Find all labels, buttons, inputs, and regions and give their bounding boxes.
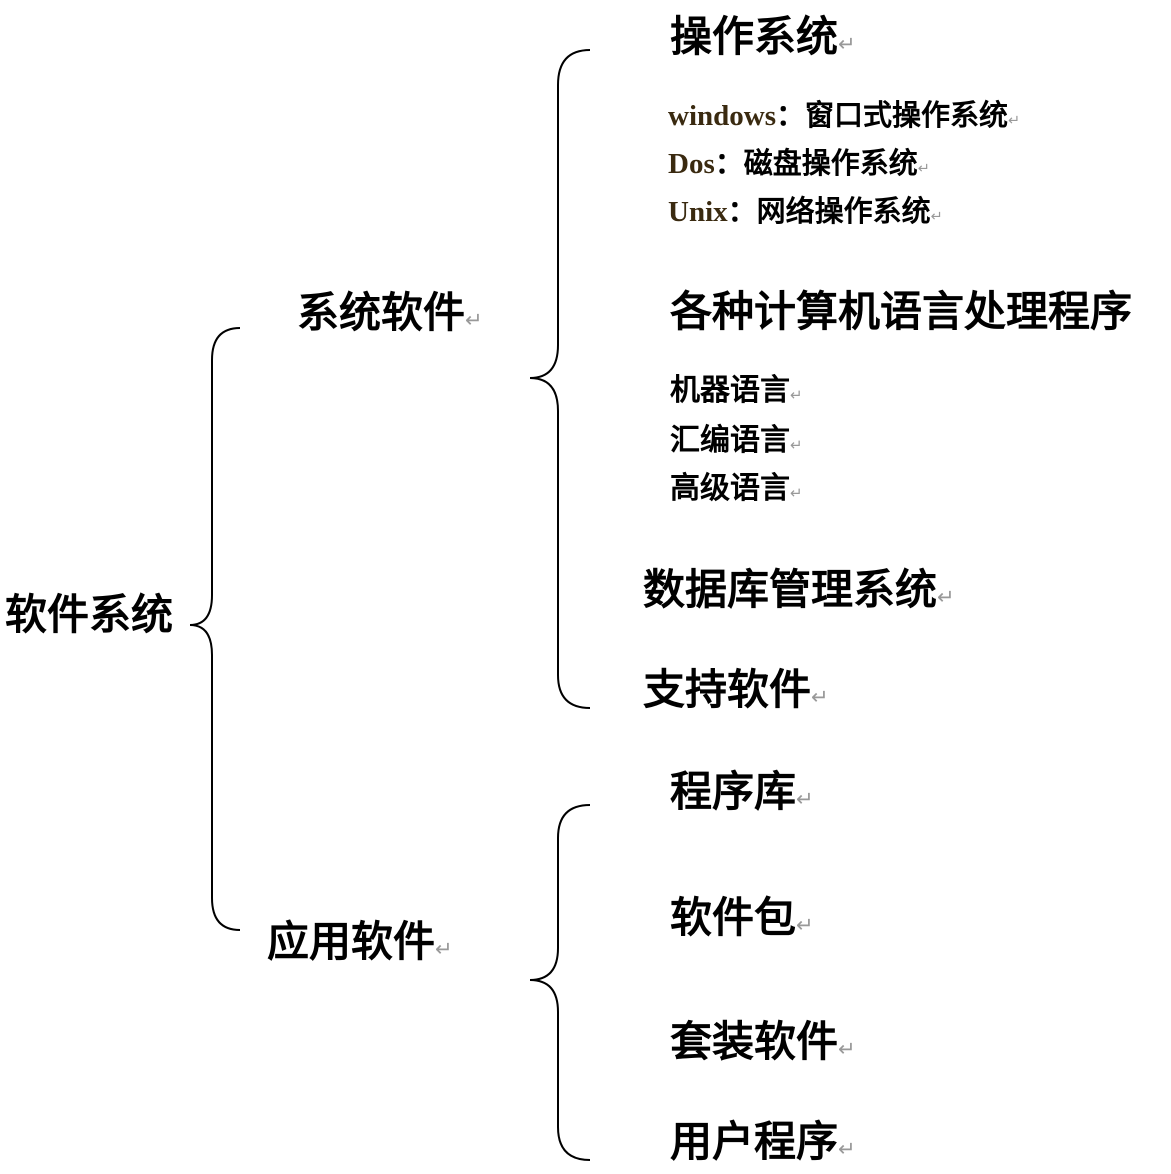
return-mark: ↵: [838, 1137, 856, 1161]
return-mark: ↵: [790, 436, 803, 454]
os-item-desc: 网络操作系统: [756, 194, 931, 228]
application-item-label: 程序库: [670, 767, 797, 816]
support-software-label: 支持软件: [643, 665, 812, 714]
dbms-node: 数据库管理系统↵: [643, 569, 955, 611]
return-mark: ↵: [838, 32, 856, 56]
return-mark: ↵: [435, 937, 453, 961]
os-item: Unix：网络操作系统↵: [668, 197, 943, 227]
os-item-desc: 磁盘操作系统: [743, 146, 918, 180]
system-software-brace: [529, 49, 591, 709]
separator: ：: [776, 98, 806, 132]
dbms-label: 数据库管理系统: [643, 565, 938, 614]
language-item-label: 机器语言: [670, 373, 790, 408]
os-item-name: Dos: [668, 148, 715, 180]
return-mark: ↵: [937, 585, 955, 609]
application-software-node: 应用软件↵: [267, 921, 453, 963]
return-mark: ↵: [930, 209, 943, 225]
separator: ：: [727, 194, 757, 228]
application-item-label: 软件包: [670, 893, 797, 942]
language-item: 高级语言↵: [670, 474, 803, 504]
application-software-label: 应用软件: [267, 917, 436, 966]
return-mark: ↵: [811, 685, 829, 709]
application-item: 套装软件↵: [670, 1021, 856, 1063]
return-mark: ↵: [796, 787, 814, 811]
system-software-label: 系统软件: [297, 288, 466, 337]
application-item: 软件包↵: [670, 897, 814, 939]
return-mark: ↵: [790, 484, 803, 502]
language-processors-label: 各种计算机语言处理程序: [670, 287, 1133, 336]
system-software-node: 系统软件↵: [297, 292, 483, 334]
root-label: 软件系统: [5, 590, 174, 639]
language-item-label: 高级语言: [670, 471, 790, 506]
return-mark: ↵: [1008, 113, 1021, 129]
os-item: windows：窗口式操作系统↵: [668, 101, 1020, 131]
os-node: 操作系统↵: [670, 16, 856, 58]
application-item: 用户程序↵: [670, 1121, 856, 1163]
language-item-label: 汇编语言: [670, 423, 790, 458]
language-processors-node: 各种计算机语言处理程序: [670, 291, 1132, 333]
os-item-name: Unix: [668, 196, 728, 228]
root-node: 软件系统: [5, 594, 173, 636]
application-software-brace: [529, 804, 591, 1161]
return-mark: ↵: [917, 161, 930, 177]
return-mark: ↵: [790, 386, 803, 404]
return-mark: ↵: [838, 1037, 856, 1061]
os-item-name: windows: [668, 100, 776, 132]
application-item-label: 用户程序: [670, 1117, 839, 1166]
application-item-label: 套装软件: [670, 1017, 839, 1066]
language-item: 汇编语言↵: [670, 426, 803, 456]
application-item: 程序库↵: [670, 771, 814, 813]
separator: ：: [714, 146, 744, 180]
os-item-desc: 窗口式操作系统: [805, 98, 1009, 132]
support-software-node: 支持软件↵: [643, 669, 829, 711]
language-item: 机器语言↵: [670, 376, 803, 406]
root-brace: [189, 327, 241, 931]
return-mark: ↵: [465, 308, 483, 332]
return-mark: ↵: [796, 913, 814, 937]
os-item: Dos：磁盘操作系统↵: [668, 149, 930, 179]
os-label: 操作系统: [670, 12, 839, 61]
